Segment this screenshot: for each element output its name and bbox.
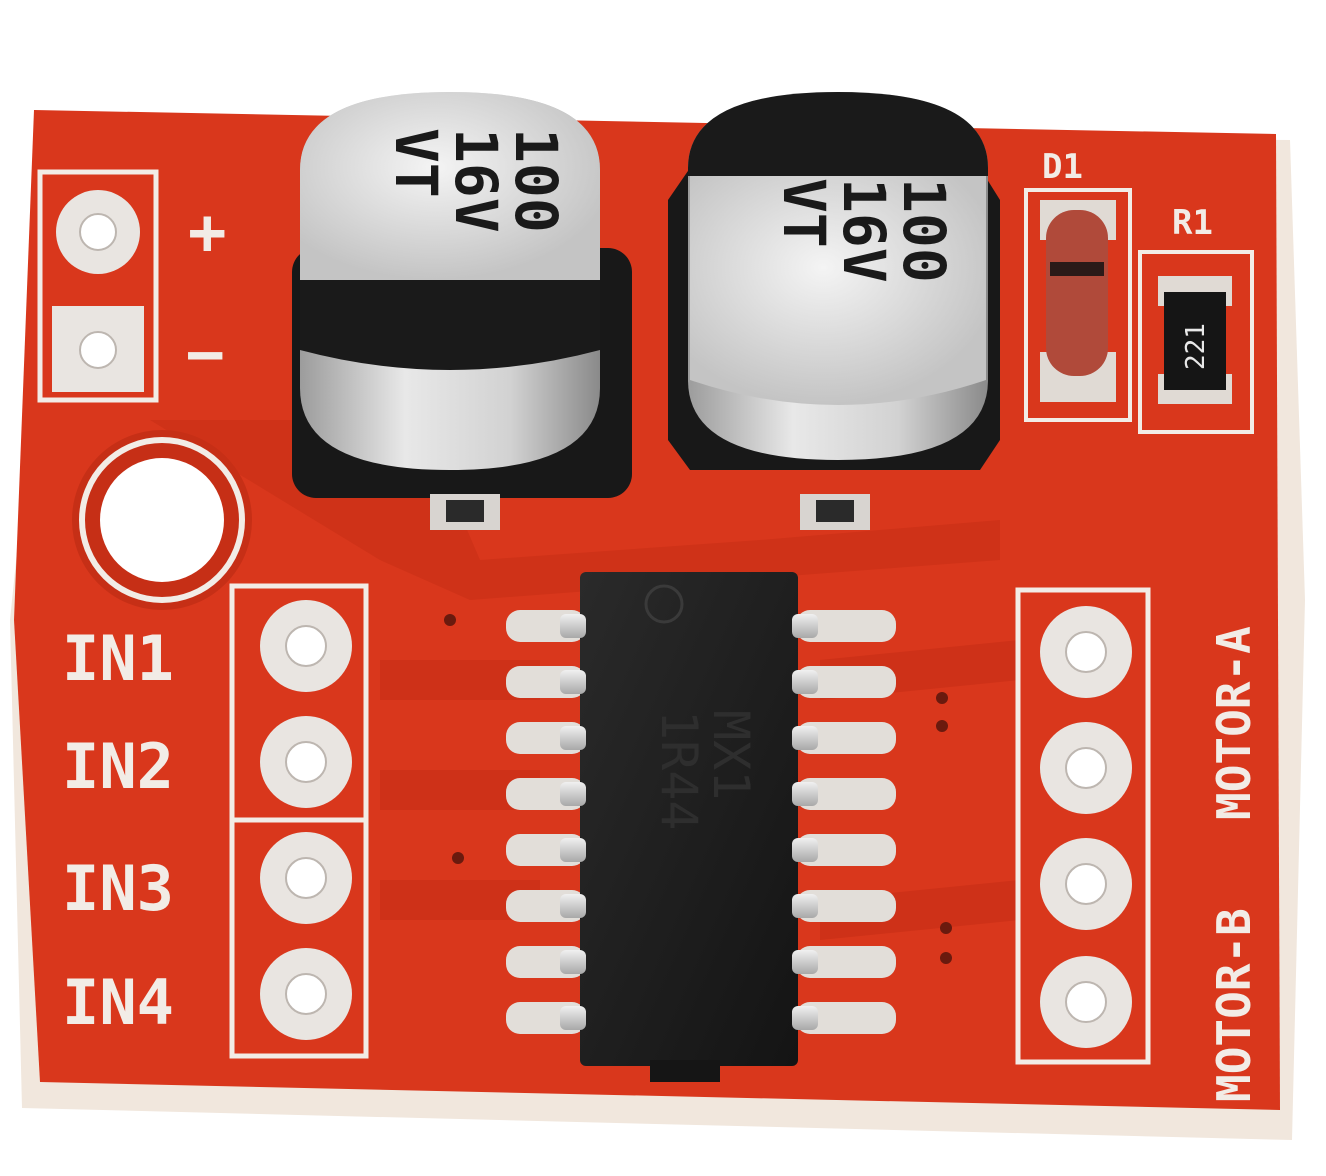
driver-chip: MX1 1R44 xyxy=(506,572,896,1082)
capacitor-left-lead-gap xyxy=(446,500,484,522)
capacitor-right-polarity-band xyxy=(688,92,988,176)
chip-pin-right xyxy=(792,782,818,806)
d1-cathode-band xyxy=(1050,262,1104,276)
r1-code: 221 xyxy=(1181,323,1211,370)
chip-pin-right xyxy=(792,894,818,918)
chip-pins xyxy=(560,614,818,1030)
motor-b-label: MOTOR-B xyxy=(1207,908,1261,1102)
chip-pin-left xyxy=(560,782,586,806)
r1-body xyxy=(1164,292,1226,390)
in4-label: IN4 xyxy=(62,966,174,1039)
resistor-r1: R1 221 xyxy=(1138,203,1254,434)
input-header: IN1 IN2 IN3 IN4 xyxy=(62,583,369,1059)
hole-motor-b2 xyxy=(1065,981,1107,1023)
via xyxy=(940,922,952,934)
via xyxy=(936,692,948,704)
chip-pin-right xyxy=(792,1006,818,1030)
pcb-trace xyxy=(380,880,540,920)
chip-pin-left xyxy=(560,614,586,638)
power-hole-minus xyxy=(79,331,117,369)
mounting-hole xyxy=(72,430,252,610)
capacitor-left-voltage: 16V xyxy=(442,128,510,233)
chip-pin-right xyxy=(792,950,818,974)
pcb-trace xyxy=(380,770,540,810)
capacitor-right-lead-gap xyxy=(816,500,854,522)
chip-pad-right xyxy=(796,834,896,866)
motor-header: MOTOR-A MOTOR-B xyxy=(1015,587,1261,1102)
capacitor-right: 100 16V VT xyxy=(668,92,1000,530)
hole-motor-a2 xyxy=(1065,747,1107,789)
motor-header-outline xyxy=(1015,587,1151,1065)
minus-label: − xyxy=(186,318,225,392)
chip-pin-left xyxy=(560,670,586,694)
chip-pad-right xyxy=(796,946,896,978)
chip-pin-left xyxy=(560,1006,586,1030)
via xyxy=(936,720,948,732)
chip-pin-right xyxy=(792,614,818,638)
chip-pin-left xyxy=(560,726,586,750)
chip-pin-left xyxy=(560,838,586,862)
chip-pin-right xyxy=(792,838,818,862)
capacitor-right-top xyxy=(690,176,986,405)
chip-pad-right xyxy=(796,610,896,642)
chip-marking-line1: MX1 xyxy=(702,710,760,800)
chip-pad-right xyxy=(796,722,896,754)
mounting-hole-silk xyxy=(79,437,245,603)
chip-body xyxy=(580,572,798,1066)
chip-bottom-tab xyxy=(650,1060,720,1082)
chip-pad-right xyxy=(796,666,896,698)
vias xyxy=(444,614,952,964)
mounting-hole-opening xyxy=(100,458,224,582)
chip-pin-left xyxy=(560,950,586,974)
capacitor-right-series: VT xyxy=(770,178,838,248)
chip-pad-right xyxy=(796,890,896,922)
chip-pad-right xyxy=(796,778,896,810)
chip-pin-right xyxy=(792,670,818,694)
chip-pin-right xyxy=(792,726,818,750)
in1-label: IN1 xyxy=(62,622,174,695)
in3-label: IN3 xyxy=(62,852,174,925)
power-header-outline xyxy=(37,169,159,403)
d1-label: D1 xyxy=(1042,147,1083,187)
chip-marking-line2: 1R44 xyxy=(650,710,708,830)
chip-pin-left xyxy=(560,894,586,918)
capacitor-left-series: VT xyxy=(382,128,450,198)
hole-in3 xyxy=(285,857,327,899)
via xyxy=(452,852,464,864)
r1-label: R1 xyxy=(1172,203,1213,243)
capacitor-left-polarity-band xyxy=(300,280,600,370)
chip-pin1-dot xyxy=(644,584,684,624)
hole-in4 xyxy=(285,973,327,1015)
capacitor-left-top xyxy=(300,92,600,280)
capacitor-right-voltage: 16V xyxy=(830,178,898,283)
hole-in2 xyxy=(285,741,327,783)
d1-outline xyxy=(1024,188,1132,422)
r1-outline xyxy=(1138,250,1254,434)
pcb-trace xyxy=(380,660,540,700)
hole-in1 xyxy=(285,625,327,667)
power-header: + − xyxy=(37,169,227,403)
hole-motor-a1 xyxy=(1065,631,1107,673)
capacitor-left-value: 100 xyxy=(502,128,570,233)
hole-motor-b1 xyxy=(1065,863,1107,905)
via xyxy=(444,614,456,626)
plus-label: + xyxy=(188,196,227,270)
via xyxy=(940,952,952,964)
in2-label: IN2 xyxy=(62,730,174,803)
d1-body xyxy=(1046,210,1108,376)
power-hole-plus xyxy=(79,213,117,251)
diode-d1: D1 xyxy=(1024,147,1132,422)
motor-a-label: MOTOR-A xyxy=(1207,626,1261,820)
capacitor-left: 100 16V VT xyxy=(292,92,632,530)
capacitor-right-value: 100 xyxy=(890,178,958,283)
chip-pad-right xyxy=(796,1002,896,1034)
